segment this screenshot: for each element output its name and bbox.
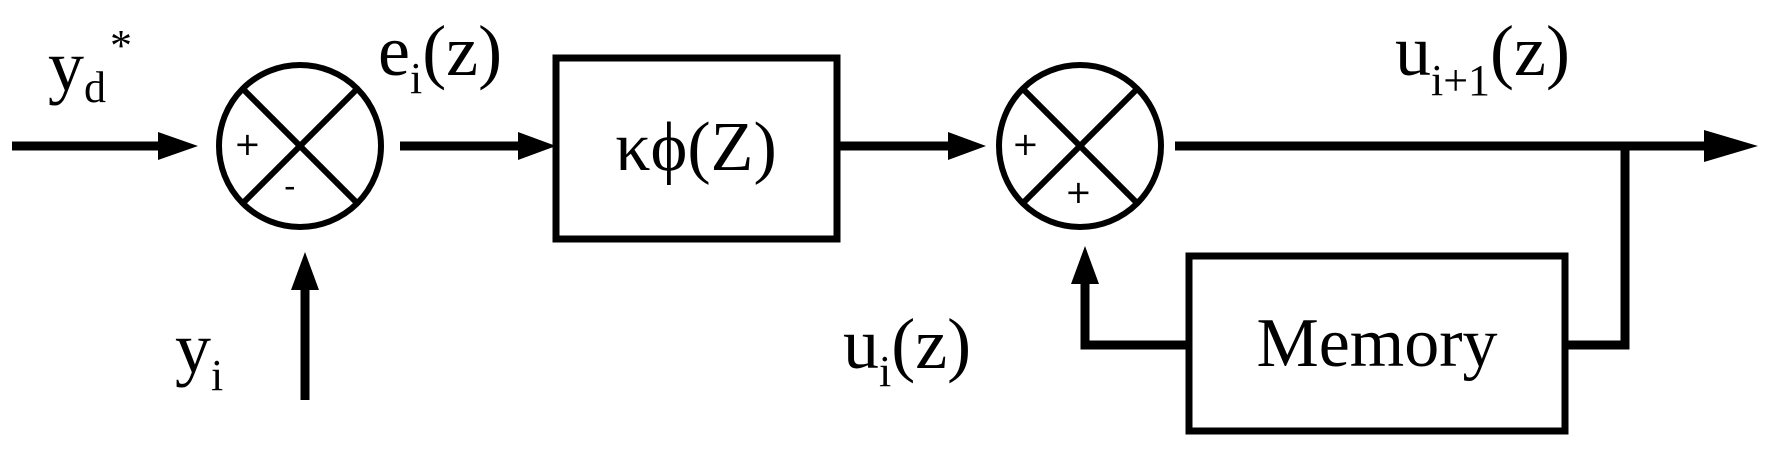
memory-label: Memory: [1256, 305, 1497, 382]
summer2-top-sign: +: [1012, 125, 1039, 163]
feedback-signal-label: ui(z): [843, 304, 971, 396]
input-yd-star-label: yd*: [48, 21, 132, 112]
feedback-return-wire: [1080, 282, 1188, 350]
output-arrowhead: [1704, 130, 1758, 162]
input-yi-label: yi: [175, 308, 223, 400]
summing-junction-1: + -: [216, 62, 384, 230]
input-yi-arrowhead: [291, 252, 319, 290]
output-signal-label: ui+1(z): [1395, 11, 1570, 105]
memory-block: Memory: [1185, 252, 1569, 435]
controller-out-arrowhead: [948, 132, 986, 160]
error-arrowhead: [518, 132, 556, 160]
summer2-bottom-sign: +: [1065, 173, 1092, 211]
error-signal-label: ei(z): [378, 11, 502, 103]
controller-label: κϕ(Z): [615, 109, 777, 186]
input-yd-arrowhead: [158, 132, 198, 160]
summing-junction-2: + +: [996, 62, 1164, 230]
summer1-top-sign: +: [234, 125, 261, 163]
feedback-branch-wire: [1565, 146, 1630, 350]
summer1-bottom-sign: -: [284, 167, 296, 205]
controller-block: κϕ(Z): [552, 54, 841, 243]
feedback-arrowhead: [1071, 246, 1099, 284]
